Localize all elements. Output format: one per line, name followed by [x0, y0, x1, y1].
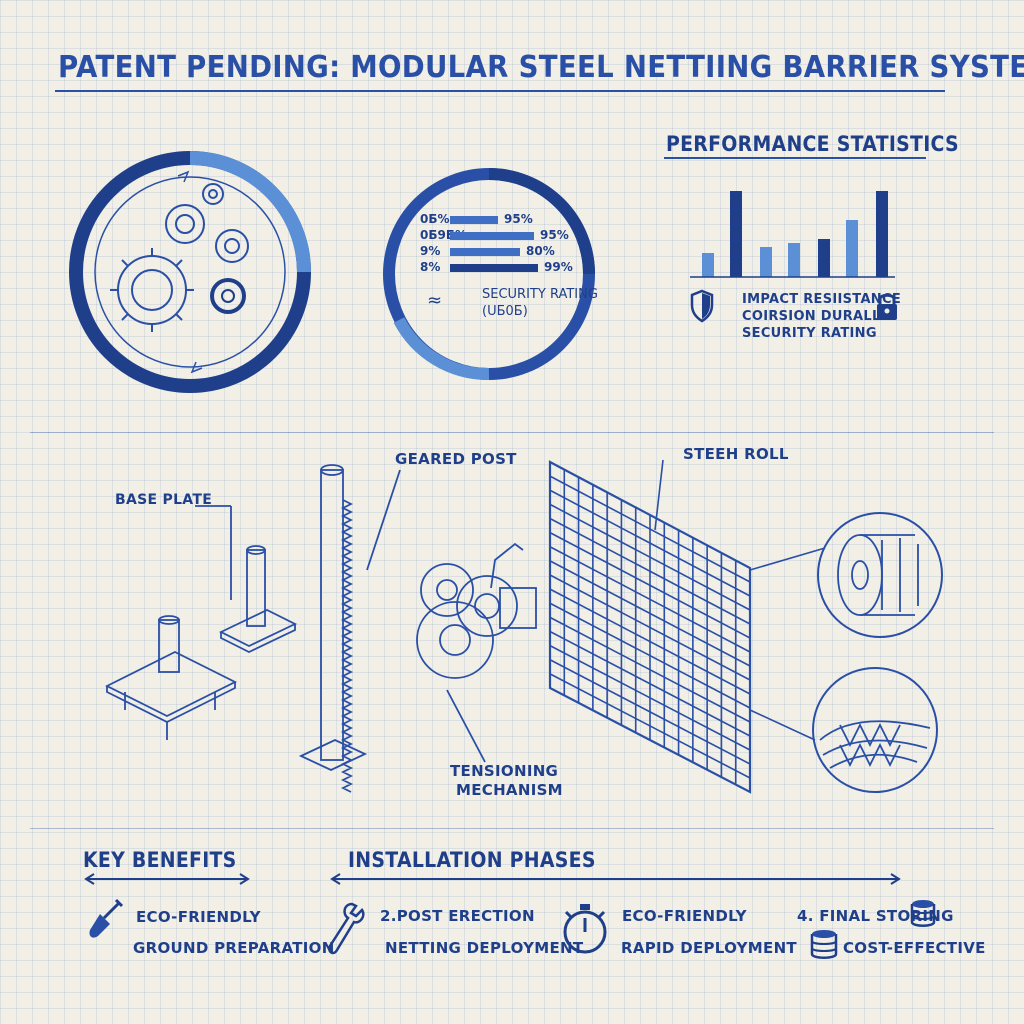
phase-item: 2.POST ERECTION: [380, 907, 535, 925]
performance-bar: [730, 191, 742, 277]
gear-cycle-diagram: [69, 151, 311, 393]
gauge-row: 9% 80%: [420, 244, 580, 260]
net-wire: [549, 602, 751, 709]
phase-item: COST-EFFECTIVE: [843, 939, 986, 957]
performance-bar: [818, 239, 830, 277]
gear-icon: [110, 248, 194, 332]
net-wire: [549, 588, 751, 695]
geared-post: [298, 464, 401, 793]
section-divider: [30, 432, 994, 433]
base-plate: [195, 505, 298, 654]
gauge-row-bar: [450, 264, 538, 272]
performance-heading: PERFORMANCE STATISTICS: [666, 132, 959, 156]
benefits-heading: KEY BENEFITS: [83, 848, 237, 872]
phase-item: RAPID DEPLOYMENT: [621, 939, 797, 957]
performance-bar-chart: [690, 191, 895, 278]
net-wire: [549, 546, 751, 653]
gauge-caption-sub: (UБ0Б): [482, 304, 528, 319]
net-wire: [549, 531, 751, 639]
gear-icon: [165, 204, 205, 244]
tensioning-label-2: MECHANISM: [456, 781, 563, 799]
performance-bar: [846, 220, 858, 277]
net-wire: [549, 475, 751, 583]
netting-panel: [548, 459, 826, 794]
gauge-row-bar: [450, 232, 534, 240]
gear-icon: [202, 183, 224, 205]
geared-post-label: GEARED POST: [395, 450, 517, 468]
legend-corrosion: COIRSION DURALLTY: [742, 309, 898, 324]
gauge-row-right-label: 99%: [544, 260, 573, 274]
lock-icon: [877, 293, 897, 320]
stopwatch-icon: [563, 904, 607, 954]
coin-stack-icon: [910, 900, 936, 927]
gauge-row: 0Б9Б%95%: [420, 228, 580, 244]
net-wire: [549, 616, 751, 723]
gear-icon: [215, 229, 249, 263]
gauge-row-left-label: 9%: [420, 244, 441, 258]
performance-underline: [664, 157, 926, 159]
gauge-row-left-label: 0Б%: [420, 212, 450, 226]
phase-item: ECO-FRIENDLY: [622, 907, 747, 925]
benefit-item: ECO-FRIENDLY: [136, 908, 261, 926]
shovel-icon: [89, 898, 124, 938]
tensioning-mechanism: [416, 542, 537, 763]
coin-stack-icon: [810, 930, 838, 959]
benefits-arrow: [84, 873, 250, 885]
net-wire: [549, 644, 751, 751]
phases-heading: INSTALLATION PHASES: [348, 848, 596, 872]
gauge-row-right-label: 95%: [540, 228, 569, 242]
performance-bar: [702, 253, 714, 277]
net-wire: [549, 630, 751, 737]
gauge-rows: 0Б%95%0Б9Б%95%9%80%8%99%: [420, 212, 580, 276]
benefit-item: GROUND PREPARATION: [133, 939, 335, 957]
performance-bar: [876, 191, 888, 277]
gauge-row-bar: [450, 216, 498, 224]
wave-icon: ≈: [427, 290, 443, 311]
performance-bar: [788, 243, 800, 277]
base-plate-label: BASE PLATE: [115, 492, 213, 508]
barrier-system-diagram: [104, 459, 943, 794]
gauge-row-left-label: 8%: [420, 260, 441, 274]
steel-roll-label: STEEH ROLL: [683, 445, 789, 463]
gear-icon: [210, 278, 246, 314]
gauge-row: 0Б% 95%: [420, 212, 580, 228]
legend-impact: IMPACT RESIISTANCE: [742, 292, 902, 307]
net-wire: [549, 503, 751, 611]
gauge-row-right-label: 80%: [526, 244, 555, 258]
net-wire: [549, 517, 751, 625]
mesh-detail: [812, 667, 938, 793]
net-wire: [549, 659, 751, 765]
page-title: PATENT PENDING: MODULAR STEEL NETTIING B…: [58, 50, 1024, 85]
net-wire: [549, 489, 751, 597]
gauge-row-right-label: 95%: [504, 212, 533, 226]
section-divider: [30, 828, 994, 829]
gauge-row-bar: [450, 248, 520, 256]
security-gauge: [383, 168, 595, 381]
wrench-icon: [328, 902, 365, 955]
shield-icon: [690, 289, 714, 323]
title-underline: [55, 90, 945, 92]
base-plate: [104, 615, 238, 740]
net-wire: [549, 673, 751, 779]
tensioning-label: TENSIONING: [450, 762, 559, 780]
legend-security: SECURITY RATING: [742, 326, 877, 341]
net-wire: [549, 574, 751, 681]
gauge-caption: SECURITY RATING: [482, 287, 598, 302]
phase-item: NETTING DEPLOYMENT: [385, 939, 584, 957]
net-wire: [549, 560, 751, 667]
performance-bar: [760, 247, 772, 277]
gauge-row: 8% 99%: [420, 260, 580, 276]
phases-arrow: [330, 873, 901, 885]
steel-roll-detail: [817, 512, 943, 638]
